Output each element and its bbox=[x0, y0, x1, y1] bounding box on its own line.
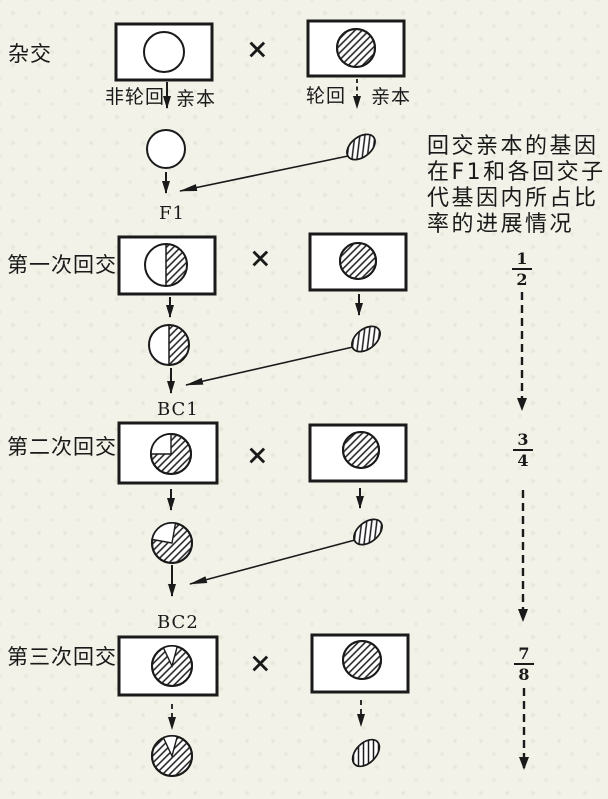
arrow-gamete2-to-bc1 bbox=[185, 346, 354, 386]
fraction-1-numerator: 1 bbox=[516, 249, 528, 268]
generation-label-f1: F1 bbox=[159, 203, 185, 224]
box-recurrent-parent-2 bbox=[308, 232, 408, 292]
label-parent-right: 亲本 bbox=[371, 86, 412, 108]
fraction-3-bar bbox=[514, 663, 534, 665]
generation-label-bc1: BC1 bbox=[157, 399, 199, 420]
cross-symbol-3: × bbox=[246, 440, 269, 471]
fraction-2-numerator: 3 bbox=[517, 430, 529, 449]
side-note-line-3: 代基因内所占比 bbox=[427, 186, 599, 211]
arrow-gamete1-to-f1 bbox=[179, 155, 349, 192]
label-non-recurrent: 非轮回 bbox=[105, 86, 166, 108]
box-recurrent-parent-4 bbox=[310, 633, 410, 694]
side-note: 回交亲本的基因 在F1和各回交子 代基因内所占比 率的进展情况 bbox=[427, 134, 606, 238]
stage-label-hybridization: 杂交 bbox=[8, 42, 52, 66]
stage-label-backcross1: 第一次回交 bbox=[7, 253, 117, 277]
side-note-line-2: 在F1和各回交子 bbox=[427, 160, 606, 185]
f1-zygote-circle bbox=[146, 129, 186, 169]
label-parent-left: 亲本 bbox=[176, 88, 217, 110]
cross-symbol-1: × bbox=[246, 34, 269, 65]
fraction-1-denominator: 2 bbox=[516, 270, 528, 289]
box-f1-half-hatched bbox=[117, 235, 217, 296]
box-nonrecurrent-parent bbox=[114, 22, 214, 82]
side-note-line-4: 率的进展情况 bbox=[427, 212, 575, 237]
cross-symbol-4: × bbox=[249, 648, 272, 679]
box-bc2-seven-eighth-hatched bbox=[117, 635, 219, 697]
generation-label-bc2: BC2 bbox=[157, 612, 199, 633]
cross-symbol-2: × bbox=[249, 243, 272, 274]
fraction-1-bar bbox=[512, 268, 532, 270]
bc2-offspring-circle bbox=[151, 522, 193, 564]
recurrent-gamete-4 bbox=[351, 738, 381, 768]
fraction-3-denominator: 8 bbox=[518, 665, 530, 684]
recurrent-gamete-2 bbox=[351, 325, 381, 353]
box-recurrent-parent-3 bbox=[308, 423, 408, 483]
recurrent-gamete-1 bbox=[346, 133, 376, 161]
arrow-gamete3-to-bc2 bbox=[189, 539, 356, 585]
fraction-seven-eighths: 7 8 bbox=[504, 646, 544, 683]
label-recurrent: 轮回 bbox=[306, 85, 347, 107]
side-note-line-1: 回交亲本的基因 bbox=[427, 134, 599, 159]
stage-label-backcross2: 第二次回交 bbox=[7, 435, 117, 459]
box-bc1-three-quarter-hatched bbox=[117, 421, 219, 485]
fraction-2-denominator: 4 bbox=[517, 451, 529, 470]
fraction-one-half: 1 2 bbox=[502, 251, 542, 288]
bc3-offspring-circle bbox=[151, 735, 193, 777]
fraction-3-numerator: 7 bbox=[518, 644, 530, 663]
fraction-three-quarters: 3 4 bbox=[503, 432, 543, 469]
bc1-offspring-circle bbox=[148, 324, 190, 366]
recurrent-gamete-3 bbox=[353, 518, 383, 546]
stage-label-backcross3: 第三次回交 bbox=[7, 645, 117, 669]
fraction-2-bar bbox=[513, 449, 533, 451]
box-recurrent-parent bbox=[306, 19, 406, 78]
